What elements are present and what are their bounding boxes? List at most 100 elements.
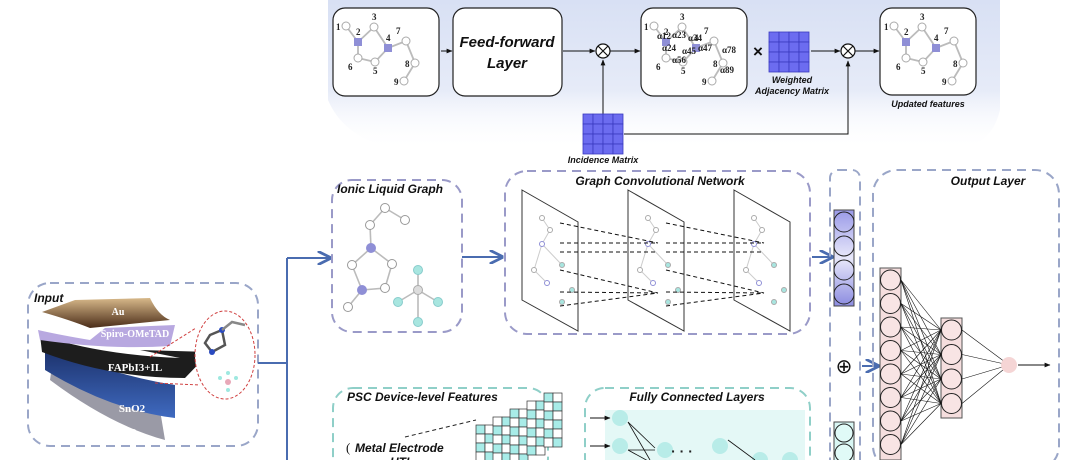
graph-node (947, 76, 957, 86)
mlp-connection (900, 350, 942, 404)
mlp-connection (900, 397, 942, 404)
incidence-matrix-cell (582, 133, 594, 145)
graph-node (559, 262, 565, 268)
feature-cell (501, 425, 512, 436)
graph-node (353, 53, 363, 63)
adjacency-matrix-cell (788, 51, 800, 63)
feature-cell (518, 453, 529, 460)
feature-cell (552, 419, 563, 430)
adjacency-matrix-cell (768, 41, 780, 53)
graph-node (917, 22, 927, 32)
node-number-label: 9 (394, 77, 399, 87)
graph-node (743, 267, 749, 273)
edge-weight-label: α56 (672, 55, 687, 65)
incidence-matrix-cell (612, 133, 624, 145)
graph-node (569, 287, 575, 293)
incidence-matrix-cell (602, 123, 614, 135)
incidence-matrix-cell (612, 123, 624, 135)
fc-neuron (752, 452, 768, 460)
incidence-matrix (582, 113, 624, 155)
mlp-connection (900, 373, 942, 380)
graph-node (354, 38, 362, 46)
node-number-label: 7 (396, 26, 401, 36)
graph-node (343, 302, 353, 312)
embedding-unit (833, 211, 855, 233)
mlp-hidden-layer (940, 317, 963, 419)
graph-node (902, 38, 910, 46)
node-number-label: 3 (920, 12, 925, 22)
graph-node (677, 22, 687, 32)
feature-cell (501, 443, 512, 454)
node-number-label: 7 (704, 26, 709, 36)
feature-cell (492, 443, 503, 454)
ionic-liquid-zoom-bubble (194, 310, 256, 400)
node-number-label: 5 (681, 66, 686, 76)
graph-node (645, 241, 651, 247)
ionic-liquid-molecule-icon (203, 320, 246, 392)
feature-cell (475, 442, 486, 453)
adjacency-matrix-cell (778, 61, 790, 73)
adjacency-matrix-cell (798, 31, 810, 43)
node-number-label: 9 (942, 77, 947, 87)
graph-node (901, 53, 911, 63)
mlp-connection (900, 326, 942, 355)
gcn-message-link (559, 291, 659, 294)
gcn-message-link (559, 269, 659, 294)
feature-cell (484, 451, 495, 460)
graph-node (384, 44, 392, 52)
mlp-connection (900, 279, 942, 331)
graph-edge (541, 243, 563, 266)
graph-edge (533, 243, 543, 271)
edge-weight-label: α45 (682, 46, 697, 56)
graph-edge (753, 243, 775, 266)
updated-features-label: Updated features (891, 99, 965, 109)
fc-neuron (612, 410, 628, 426)
edge-weight-label: α34 (688, 33, 703, 43)
graph-node (759, 227, 765, 233)
ionic-liquid-graph-panel: Ionic Liquid Graph (331, 179, 463, 333)
mlp-neuron (941, 344, 962, 365)
graph-node (918, 57, 928, 67)
edge-weight-label: α78 (722, 45, 737, 55)
incidence-matrix-label: Incidence Matrix (568, 155, 640, 165)
feature-cell (552, 401, 563, 412)
graph-node (932, 44, 940, 52)
incidence-matrix-cell (602, 133, 614, 145)
svg-text:(: ( (346, 440, 350, 455)
embedding-unit (833, 283, 855, 305)
mlp-neuron (941, 368, 962, 390)
node-number-label: 5 (921, 66, 926, 76)
fc-neuron (712, 438, 728, 454)
gcn-message-link (559, 222, 659, 244)
adjacency-matrix-cell (788, 61, 800, 73)
graph-node (433, 297, 443, 307)
graph-edge (647, 243, 669, 266)
adjacency-matrix-cell (798, 41, 810, 53)
edge-weight-label: α12 (657, 31, 672, 41)
feature-cell (475, 451, 486, 460)
feature-cell (552, 428, 563, 439)
graph-node (771, 262, 777, 268)
graph-node (661, 53, 671, 63)
spiro-layer (38, 325, 175, 348)
feature-cell (509, 426, 520, 437)
au-layer (42, 298, 170, 328)
incidence-matrix-cell (602, 143, 614, 155)
incidence-matrix-cell (582, 113, 594, 125)
feature-cell (501, 416, 512, 427)
weighted-adjacency-label-1: Weighted (772, 75, 813, 85)
graph-node (400, 215, 410, 225)
gcn-message-link (665, 222, 765, 244)
concatenation-column: ⊕ (829, 169, 861, 460)
mlp-neuron (880, 387, 901, 408)
graph-node (539, 215, 545, 221)
feature-cell (509, 417, 520, 428)
layer-label-sno2: SnO2 (119, 403, 146, 415)
incidence-matrix-cell (602, 113, 614, 125)
adjacency-matrix-cell (788, 31, 800, 43)
graph-node (949, 36, 959, 46)
gcn-message-link (665, 292, 765, 307)
graph-node (547, 227, 553, 233)
